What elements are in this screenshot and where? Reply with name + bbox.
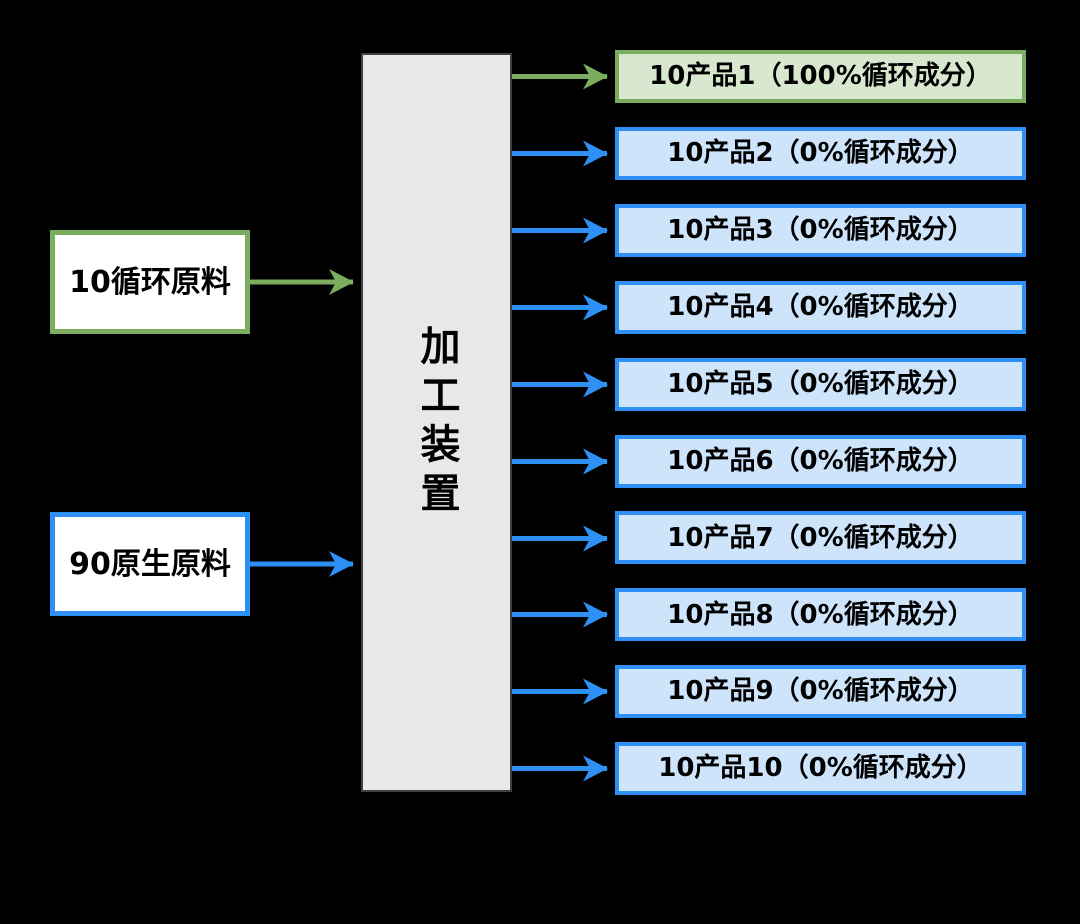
product-box-6: 10产品6（0%循环成分） xyxy=(615,434,1026,488)
product-label: 10产品3（0%循环成分） xyxy=(667,215,974,245)
product-box-2: 10产品2（0%循环成分） xyxy=(615,126,1026,180)
input-box-virgin: 90原生原料 xyxy=(50,512,250,616)
input-label-recycled: 10循环原料 xyxy=(69,264,231,300)
product-label: 10产品10（0%循环成分） xyxy=(658,753,983,784)
product-box-10: 10产品10（0%循环成分） xyxy=(615,742,1026,796)
product-label: 10产品8（0%循环成分） xyxy=(667,599,974,630)
product-label: 10产品1（100%循环成分） xyxy=(649,61,992,92)
input-label-virgin: 90原生原料 xyxy=(69,546,231,582)
product-box-4: 10产品4（0%循环成分） xyxy=(615,280,1026,334)
input-box-recycled: 10循环原料 xyxy=(50,230,250,334)
product-box-1: 10产品1（100%循环成分） xyxy=(615,50,1026,103)
product-box-3: 10产品3（0%循环成分） xyxy=(615,203,1026,257)
product-label: 10产品4（0%循环成分） xyxy=(667,291,974,322)
product-label: 10产品5（0%循环成分） xyxy=(667,368,974,399)
product-label: 10产品6（0%循环成分） xyxy=(667,445,974,476)
product-box-8: 10产品8（0%循环成分） xyxy=(615,588,1026,642)
product-label: 10产品7（0%循环成分） xyxy=(667,522,974,553)
product-label: 10产品9（0%循环成分） xyxy=(667,676,974,707)
product-box-7: 10产品7（0%循环成分） xyxy=(615,511,1026,565)
processor-label: 加工装置 xyxy=(413,324,460,521)
processor-box: 加工装置 xyxy=(361,53,512,792)
product-label: 10产品2（0%循环成分） xyxy=(667,138,974,169)
product-box-5: 10产品5（0%循环成分） xyxy=(615,357,1026,411)
product-box-9: 10产品9（0%循环成分） xyxy=(615,665,1026,719)
